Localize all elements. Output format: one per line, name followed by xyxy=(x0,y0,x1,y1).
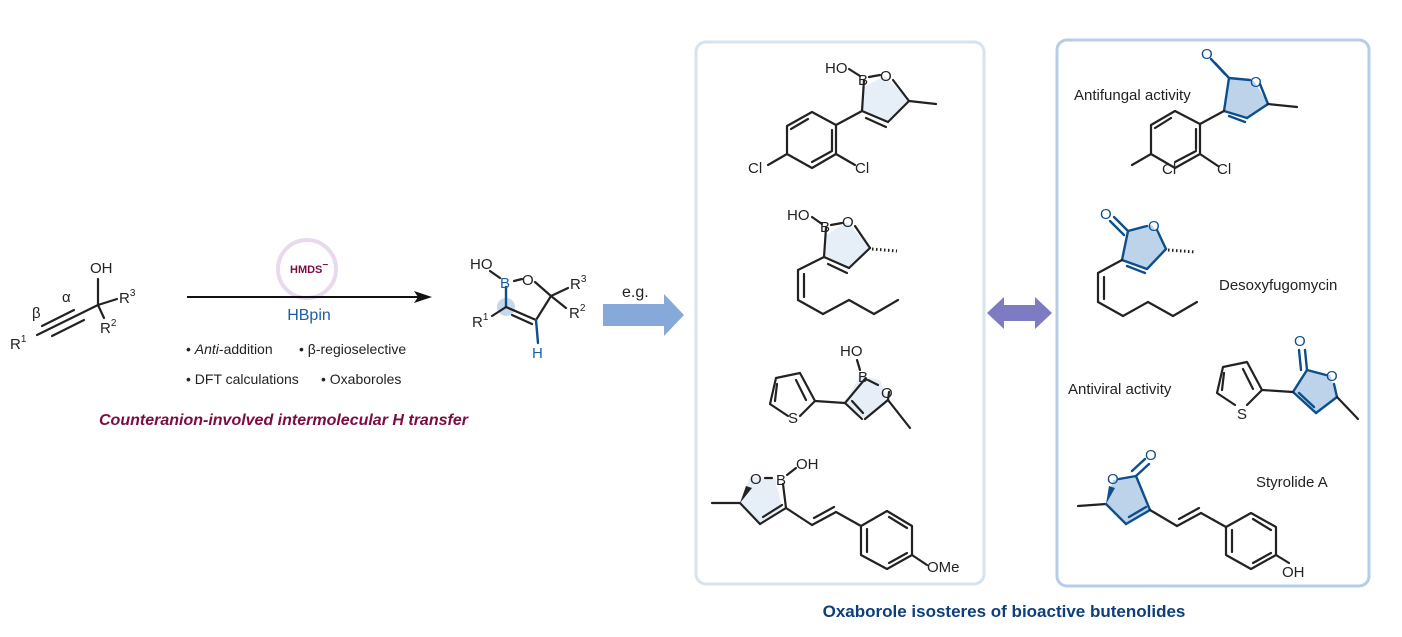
ring-o-label: O xyxy=(1250,74,1262,91)
ho-label: HO xyxy=(470,256,493,273)
b-label: B xyxy=(858,72,868,89)
carbonyl-o-label: O xyxy=(1100,206,1112,223)
r1-bond xyxy=(490,305,508,318)
mechanism-caption: Counteranion-involved intermolecular H t… xyxy=(99,412,469,429)
compound-name-label: Styrolide A xyxy=(1256,474,1328,491)
o-label: O xyxy=(522,272,534,289)
b-label: B xyxy=(820,219,830,236)
r3-bond xyxy=(96,297,119,307)
r1-label: R1 xyxy=(472,312,489,331)
r2-bond xyxy=(549,294,568,310)
oh-label: OH xyxy=(796,456,819,473)
compound-name-label: Desoxyfugomycin xyxy=(1219,277,1337,294)
butenolide-styrolide-a: Styrolide A O O OH xyxy=(1076,447,1328,581)
butenolide-panel xyxy=(1055,38,1371,588)
s-label: S xyxy=(1237,406,1247,423)
o-label: O xyxy=(881,385,893,402)
alkyne-bond-1 xyxy=(35,303,100,337)
carbonyl-o-label: O xyxy=(1294,333,1306,350)
hashed-wedge xyxy=(871,247,898,253)
o-c-bond xyxy=(533,280,553,298)
carbonyl-o-label: O xyxy=(1145,447,1157,464)
alpha-label: α xyxy=(62,289,71,306)
ho-b-bond xyxy=(488,269,502,280)
double-arrow-icon xyxy=(987,297,1052,329)
reagent-label: HBpin xyxy=(287,307,331,324)
r3-bond xyxy=(549,286,570,298)
butenolide-antiviral: Antiviral activity O O S xyxy=(1068,333,1360,423)
cl-label: Cl xyxy=(748,160,762,177)
oh-label: OH xyxy=(1282,564,1305,581)
ring-o-label: O xyxy=(1107,471,1119,488)
r3-label: R3 xyxy=(570,274,587,293)
b-o-bond xyxy=(512,277,524,283)
b-label: B xyxy=(500,275,510,292)
ring-o-label: O xyxy=(1326,368,1338,385)
double-bond-outer xyxy=(504,305,538,322)
reaction-arrow-head xyxy=(414,291,432,303)
oxaborole-methoxystyryl: OH B O OMe xyxy=(710,456,960,576)
oxaborole-hexenyl: HO B O xyxy=(787,207,900,316)
r3-label: R3 xyxy=(119,288,136,307)
bullet-anti-addition: • Anti-addition xyxy=(186,341,273,357)
eg-label: e.g. xyxy=(622,284,649,301)
reactant-propargyl-alcohol: OH α β R1 R3 R2 xyxy=(10,260,136,353)
oh-label: OH xyxy=(90,260,113,277)
c-ch-bond xyxy=(534,294,553,322)
bullet-dft: • DFT calculations xyxy=(186,371,299,387)
double-bond-inner xyxy=(510,313,534,326)
block-arrow-icon xyxy=(603,294,684,336)
oxaborole-thienyl: HO B O S xyxy=(768,343,912,430)
b-label: B xyxy=(776,472,786,489)
bullet-regioselective: • β-regioselective xyxy=(299,341,406,357)
o-label: O xyxy=(842,214,854,231)
footer-caption: Oxaborole isosteres of bioactive butenol… xyxy=(823,602,1186,621)
bullet-oxaboroles: • Oxaboroles xyxy=(321,371,401,387)
o-label: O xyxy=(750,471,762,488)
wedge-bond xyxy=(740,486,752,503)
cl-label: Cl xyxy=(1217,161,1231,178)
beta-label: β xyxy=(32,305,41,322)
oxaborole-dichlorophenyl: HO B O Cl Cl xyxy=(748,60,938,177)
r2-label: R2 xyxy=(100,318,117,337)
alkyne-bond-3 xyxy=(50,318,86,338)
h-label: H xyxy=(532,345,543,362)
b-label: B xyxy=(858,369,868,386)
ho-label: HO xyxy=(840,343,863,360)
eg-arrow: e.g. xyxy=(603,284,684,336)
ho-label: HO xyxy=(787,207,810,224)
c-h-bond xyxy=(534,318,540,345)
activity-label: Antiviral activity xyxy=(1068,381,1172,398)
ring-o-label: O xyxy=(1148,218,1160,235)
carbonyl-o-label: O xyxy=(1201,46,1213,63)
oxaborole-panel xyxy=(694,40,986,586)
ome-label: OMe xyxy=(927,559,960,576)
butenolide-desoxyfugomycin: O O Desoxyfugomycin xyxy=(1096,206,1337,318)
catalyst-label: HMDS− xyxy=(290,260,328,276)
ho-label: HO xyxy=(825,60,848,77)
r2-bond xyxy=(96,303,106,320)
o-label: O xyxy=(880,68,892,85)
r1-label: R1 xyxy=(10,334,27,353)
reaction-conditions: HMDS− HBpin • Anti-addition • β-regiosel… xyxy=(99,238,469,429)
product-oxaborole: HO B O H R1 R3 R2 xyxy=(470,256,587,362)
s-label: S xyxy=(788,410,798,427)
alkyne-bond-2 xyxy=(40,308,76,328)
activity-label: Antifungal activity xyxy=(1074,87,1191,104)
cl-label: Cl xyxy=(855,160,869,177)
hashed-wedge xyxy=(1167,248,1196,254)
butenolide-antifungal: Antifungal activity O O Cl Cl xyxy=(1074,46,1299,178)
wedge-bond xyxy=(1106,486,1115,504)
r2-label: R2 xyxy=(569,303,586,322)
cl-label: Cl xyxy=(1162,161,1176,178)
